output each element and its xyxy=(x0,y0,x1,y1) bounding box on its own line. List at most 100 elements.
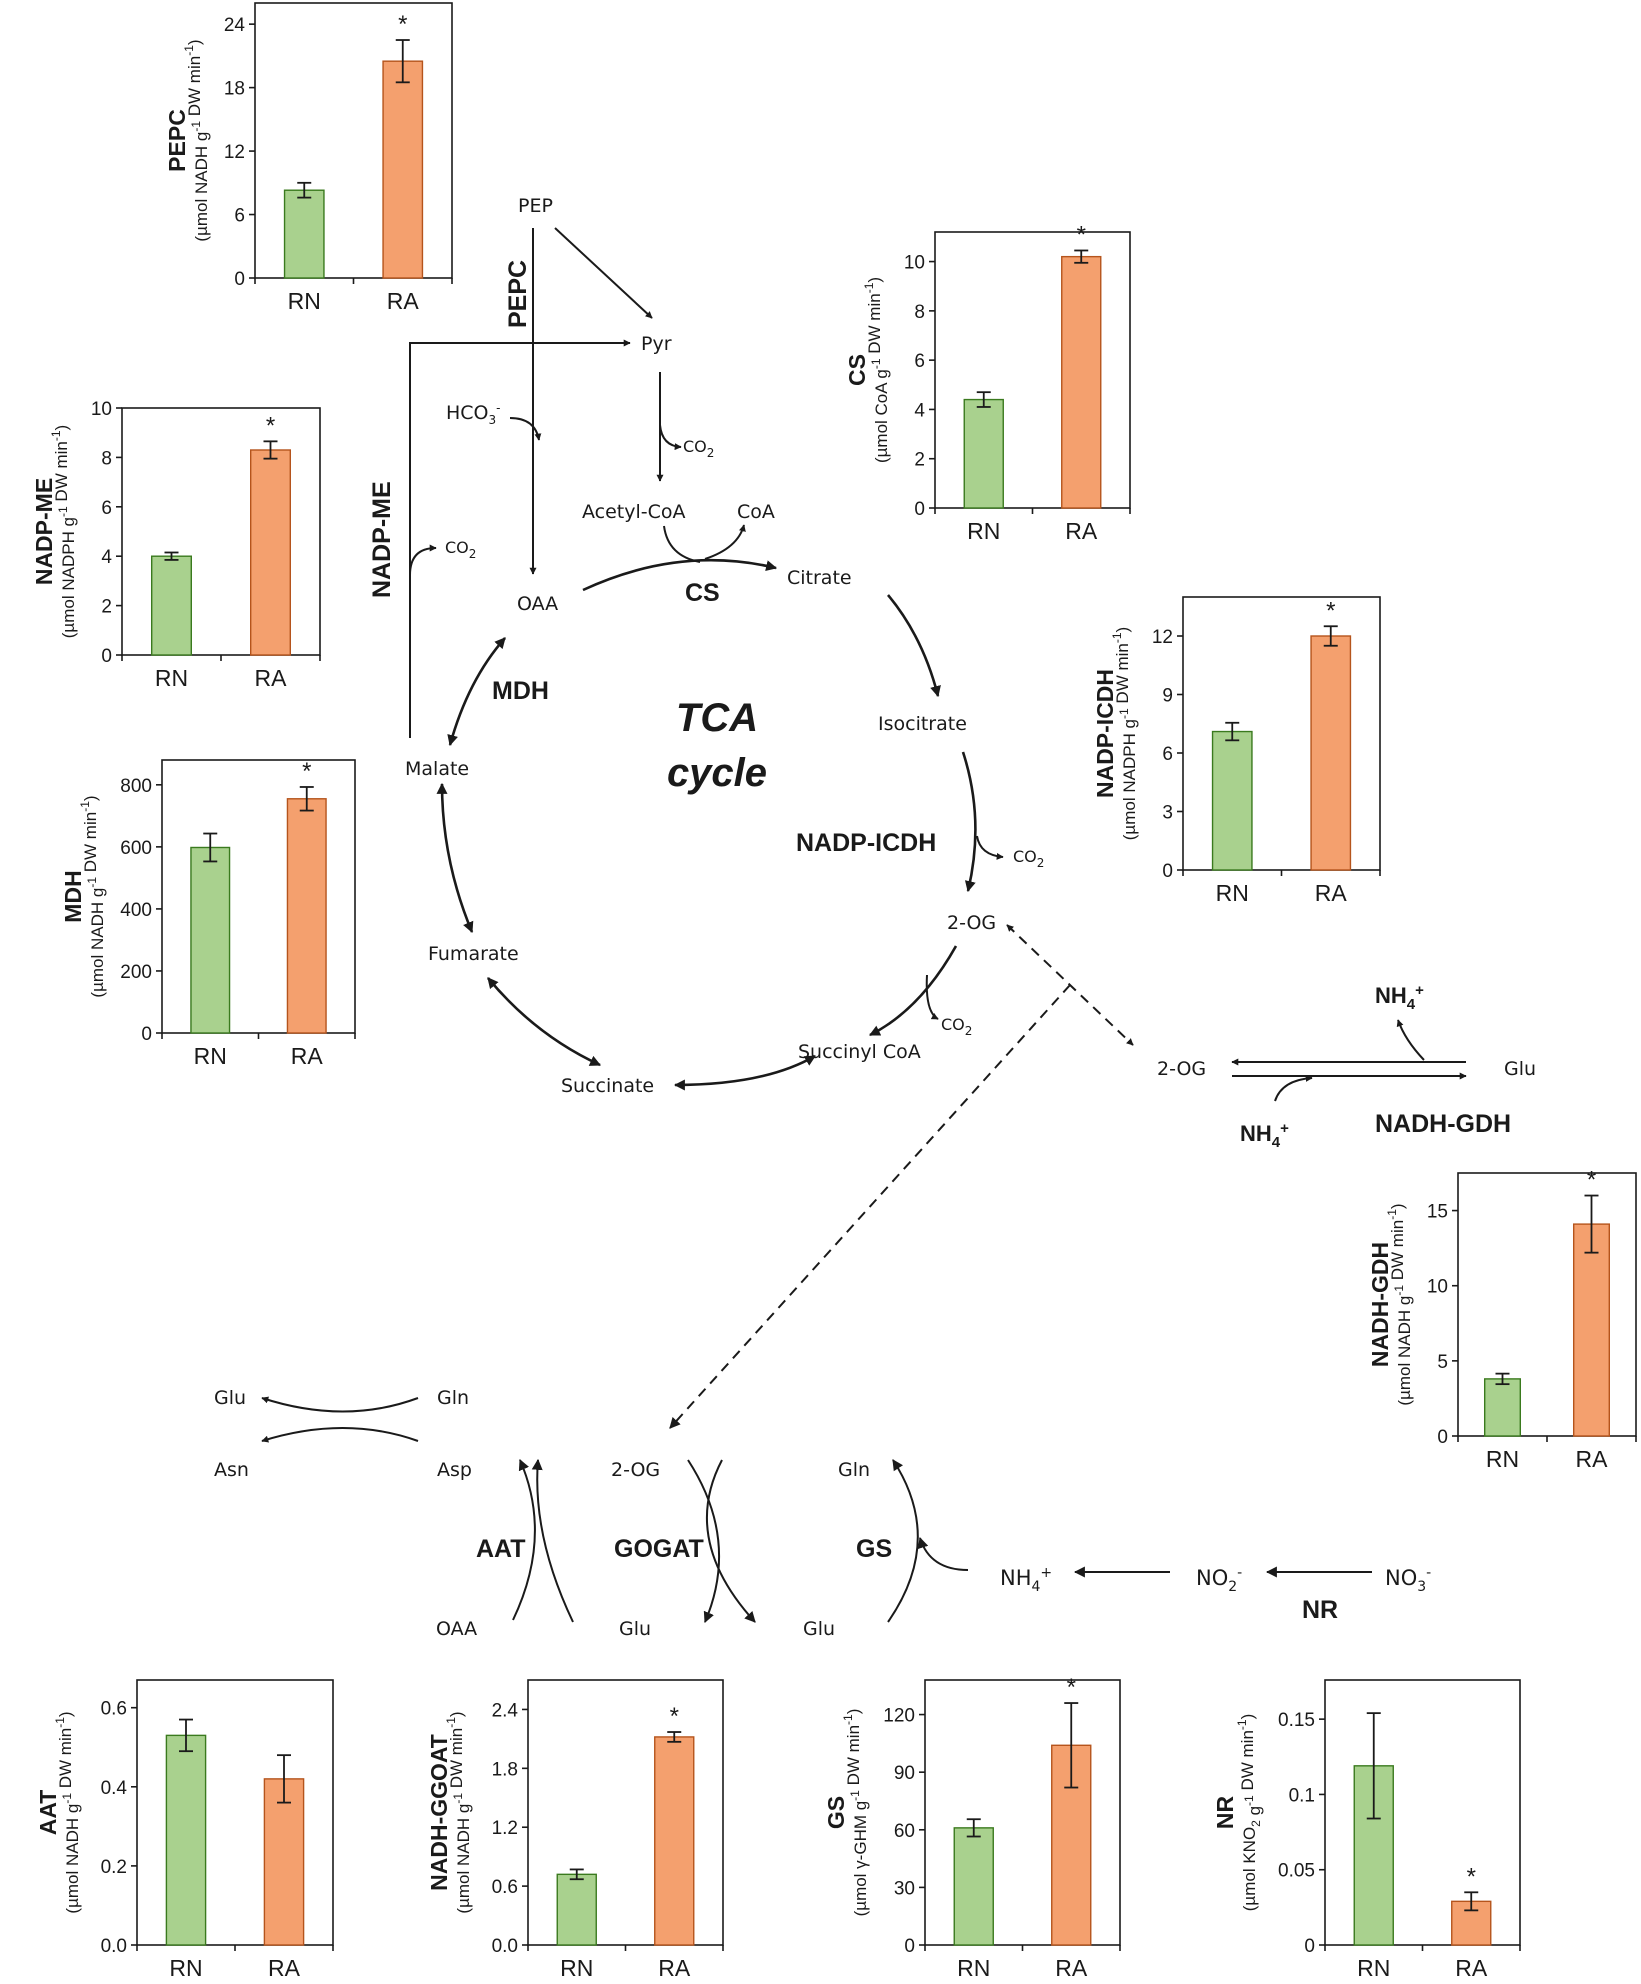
y-tick-label: 120 xyxy=(883,1706,915,1727)
y-tick-label: 0 xyxy=(234,269,245,290)
label-asp: Asp xyxy=(437,1459,472,1481)
label-oaa-aat: OAA xyxy=(436,1618,477,1640)
y-tick-label: 6 xyxy=(234,206,245,227)
label-acetyl-coa: Acetyl-CoA xyxy=(582,501,686,523)
y-axis-title: NADH-GDH xyxy=(1367,1242,1393,1367)
y-tick-label: 12 xyxy=(224,142,245,163)
bar-ra xyxy=(382,60,424,279)
y-tick-label: 4 xyxy=(101,547,112,568)
label-pep: PEP xyxy=(518,195,553,217)
y-tick-label: 10 xyxy=(1427,1277,1448,1298)
bar-ra xyxy=(263,1778,305,1946)
enzyme-pepc: PEPC xyxy=(504,260,532,328)
y-axis-unit: (µmol NADH g-1 DW min-1) xyxy=(78,795,107,997)
category-label-rn: RN xyxy=(957,1955,990,1981)
arrow-2og-to-succinylcoa xyxy=(869,945,958,1037)
arrow-gogat-right xyxy=(705,1459,756,1623)
arrow-nh4-into-gs xyxy=(917,1536,969,1571)
significance-star: * xyxy=(670,1703,679,1730)
y-tick-label: 4 xyxy=(914,400,925,421)
y-axis-unit: (µmol KNO2 g-1 DW min-1) xyxy=(1235,1714,1264,1912)
enzyme-aat: AAT xyxy=(476,1535,526,1563)
label-glu-gs: Glu xyxy=(803,1618,835,1640)
y-tick-label: 10 xyxy=(904,253,925,274)
y-tick-label: 400 xyxy=(120,900,152,921)
dashed-2og-to-gogat xyxy=(669,984,1071,1429)
label-pyr: Pyr xyxy=(641,333,672,355)
arrow-nh4-out-gdh xyxy=(1396,1019,1425,1061)
y-tick-label: 6 xyxy=(101,498,112,519)
arrow-nh4-in-gdh xyxy=(1274,1074,1313,1102)
label-nh4-gs: NH4+ xyxy=(1000,1565,1052,1595)
arrow-co2-out-ogdh xyxy=(925,974,939,1020)
y-tick-label: 0 xyxy=(1162,861,1173,882)
label-glu-aat: Glu xyxy=(214,1387,246,1409)
enzyme-gs: GS xyxy=(856,1535,892,1563)
arrow-malate-oaa xyxy=(447,637,506,747)
label-nh4-gdh-in: NH4+ xyxy=(1240,1120,1289,1151)
y-tick-label: 6 xyxy=(914,351,925,372)
y-tick-label: 0.05 xyxy=(1278,1861,1315,1882)
arrow-gln-to-glu xyxy=(261,1396,419,1413)
category-label-ra: RA xyxy=(268,1955,301,1981)
arrow-oaa-to-asp xyxy=(512,1458,536,1621)
label-oaa: OAA xyxy=(517,593,558,615)
bar-rn xyxy=(283,189,325,279)
significance-star: * xyxy=(1587,1167,1596,1194)
y-axis-title: AAT xyxy=(35,1790,61,1836)
label-citrate: Citrate xyxy=(787,567,852,589)
category-label-ra: RA xyxy=(255,665,288,691)
y-axis-title: NR xyxy=(1212,1796,1238,1830)
arrow-asp-to-asn xyxy=(261,1427,419,1443)
arrow-pep-to-pyr xyxy=(554,227,653,319)
y-tick-label: 0 xyxy=(141,1024,152,1045)
arrow-coa-out xyxy=(704,524,746,560)
label-2og-gdh: 2-OG xyxy=(1157,1058,1206,1080)
bar-ra xyxy=(1061,255,1102,509)
category-label-ra: RA xyxy=(658,1955,691,1981)
label-no2: NO2- xyxy=(1196,1565,1242,1595)
arrow-gs-curve xyxy=(887,1459,919,1623)
significance-star: * xyxy=(1077,221,1086,248)
y-axis-unit: (µmol NADPH g-1 DW min-1) xyxy=(49,425,78,638)
y-tick-label: 2 xyxy=(101,597,112,618)
y-tick-label: 0.1 xyxy=(1289,1785,1315,1806)
y-tick-label: 3 xyxy=(1162,803,1173,824)
category-label-rn: RN xyxy=(194,1043,227,1069)
arrow-fumarate-succinate xyxy=(486,977,601,1067)
significance-star: * xyxy=(266,412,275,439)
enzyme-cs: CS xyxy=(685,579,720,607)
y-tick-label: 1.2 xyxy=(492,1818,518,1839)
category-label-rn: RN xyxy=(1216,880,1249,906)
y-axis-title: NADH-GGOAT xyxy=(426,1734,452,1891)
y-tick-label: 0 xyxy=(101,646,112,667)
enzyme-mdh: MDH xyxy=(492,677,549,705)
label-succinyl-coa: Succinyl CoA xyxy=(798,1041,921,1063)
label-tca: TCA xyxy=(676,696,758,740)
arrow-co2-out-pdh xyxy=(659,424,682,451)
bar-ra xyxy=(654,1736,695,1946)
category-label-ra: RA xyxy=(1455,1955,1488,1981)
y-axis-title: MDH xyxy=(60,870,86,922)
category-label-ra: RA xyxy=(1055,1955,1088,1981)
category-label-rn: RN xyxy=(288,288,321,314)
significance-star: * xyxy=(398,11,407,38)
label-malate: Malate xyxy=(405,758,469,780)
y-tick-label: 12 xyxy=(1152,627,1173,648)
y-tick-label: 0.15 xyxy=(1278,1710,1315,1731)
category-label-rn: RN xyxy=(1357,1955,1390,1981)
y-axis-title: PEPC xyxy=(164,109,190,172)
label-co2-pdh: CO2 xyxy=(683,437,714,460)
bar-rn xyxy=(1211,730,1253,871)
category-label-rn: RN xyxy=(169,1955,202,1981)
y-tick-label: 15 xyxy=(1427,1202,1448,1223)
y-axis-unit: (µmol γ-GHM g-1 DW min-1) xyxy=(841,1709,870,1917)
category-label-rn: RN xyxy=(967,518,1000,544)
bar-rn xyxy=(150,555,192,656)
metabolite-labels: PEP Pyr HCO3- CO2 CO2 Acetyl-CoA CoA Cit… xyxy=(214,195,1536,1640)
